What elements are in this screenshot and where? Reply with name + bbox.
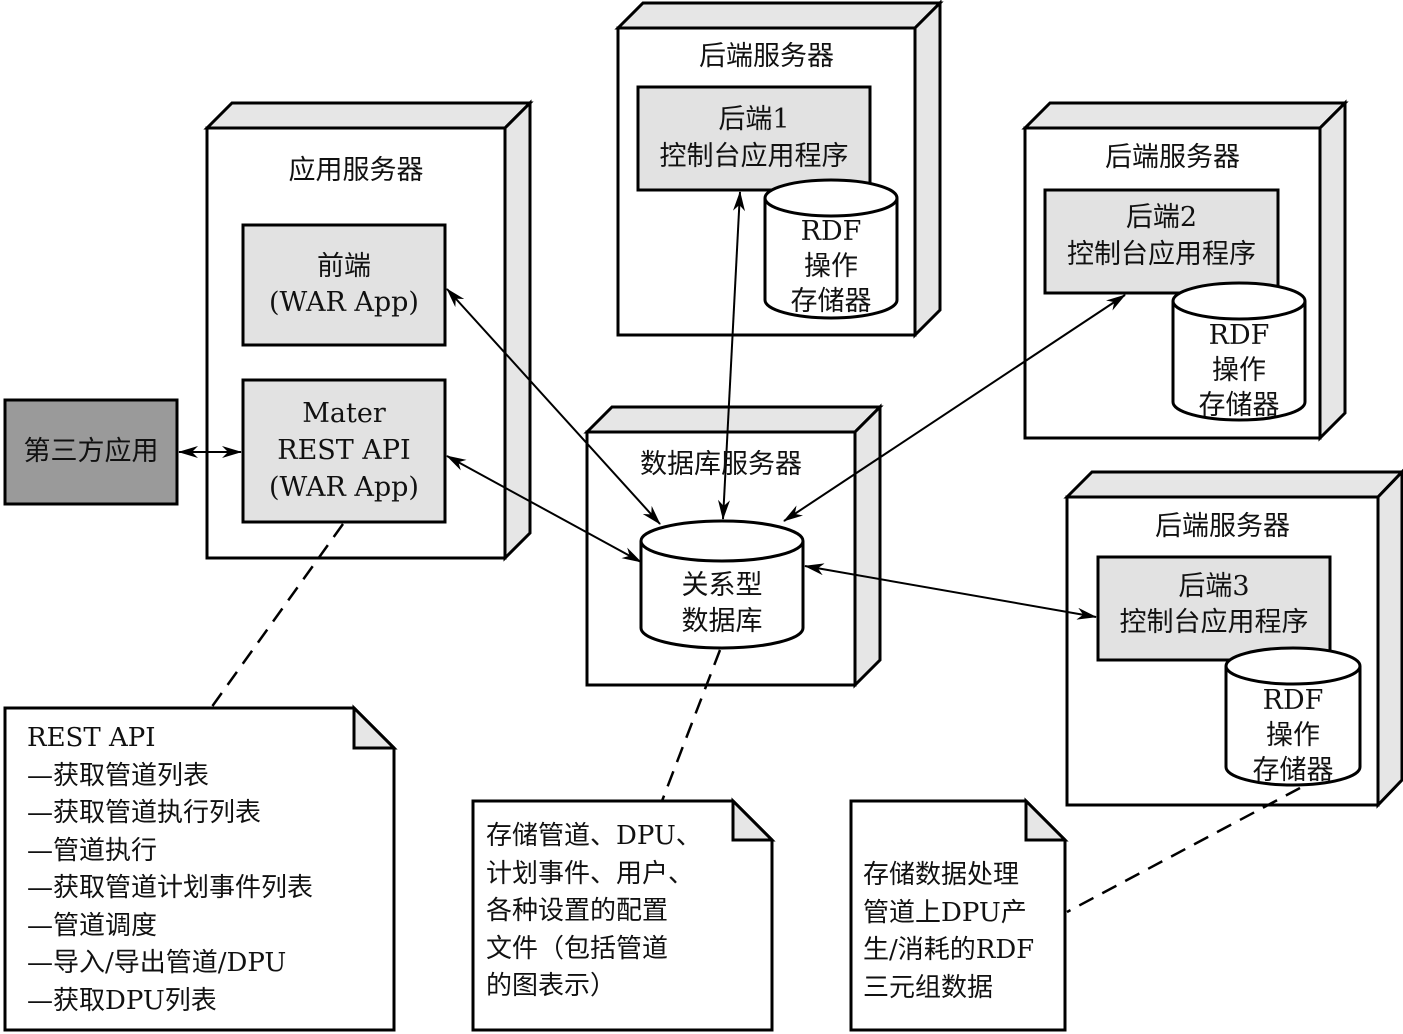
backend1-store-label-2: 操作 <box>804 251 858 282</box>
note-line: —导入/导出管道/DPU <box>27 948 287 978</box>
note-line: —管道调度 <box>27 910 158 941</box>
backend1-node-side <box>913 0 942 339</box>
db-server-node-side <box>853 403 882 689</box>
backend3-node <box>1063 468 1403 809</box>
db-label-2: 数据库 <box>681 606 763 637</box>
rest-api-label-1: Mater <box>302 398 386 429</box>
note-line: REST API <box>27 723 156 753</box>
note-line: —管道执行 <box>27 835 158 866</box>
database-note <box>471 797 776 1032</box>
backend2-node-side <box>1318 99 1347 442</box>
backend3-rdf-store-cylinder <box>1224 646 1362 787</box>
rest-api-label-2: REST API <box>277 435 411 466</box>
backend1-app-label-1: 后端1 <box>718 104 790 135</box>
backend3-app-label-2: 控制台应用程序 <box>1119 607 1309 638</box>
frontend-sublabel: (WAR App) <box>269 287 419 318</box>
note-line: —获取DPU列表 <box>27 985 217 1016</box>
backend3-node-top <box>1063 470 1403 499</box>
note-line: 三元组数据 <box>863 972 994 1003</box>
backend2-store-label-2: 操作 <box>1212 355 1266 386</box>
third-party-label: 第三方应用 <box>23 436 159 467</box>
note-line: 存储管道、DPU、 <box>486 821 702 851</box>
backend2-rdf-store-cylinder <box>1171 281 1307 422</box>
backend1-db-link <box>717 191 746 520</box>
database-note-anchor <box>660 649 722 802</box>
database-note-text: 存储管道、DPU、 计划事件、用户、 各种设置的配置 文件（包括管道 的图表示） <box>486 818 702 1006</box>
backend3-store-label-3: 存储器 <box>1252 755 1334 786</box>
note-line: 存储数据处理 <box>863 860 1020 890</box>
db-label-1: 关系型 <box>681 570 763 601</box>
backend2-app-label-1: 后端2 <box>1125 202 1198 233</box>
backend1-app-label-2: 控制台应用程序 <box>659 141 849 172</box>
backend1-title: 后端服务器 <box>699 41 834 72</box>
backend2-store-label-3: 存储器 <box>1198 390 1280 421</box>
note-line: 生/消耗的RDF <box>863 935 1035 965</box>
backend3-app-component <box>1096 555 1332 662</box>
backend3-db-link <box>804 563 1097 620</box>
relational-db-cylinder <box>639 519 805 650</box>
backend2-store-label-1: RDF <box>1208 320 1270 351</box>
backend1-store-label-3: 存储器 <box>790 286 872 317</box>
note-line: 各种设置的配置 <box>486 896 669 926</box>
note-line: —获取管道计划事件列表 <box>27 873 314 903</box>
backend3-node-side <box>1376 468 1403 809</box>
rest-api-note <box>3 704 398 1032</box>
backend2-title: 后端服务器 <box>1105 142 1240 173</box>
backend1-app-component <box>636 85 872 192</box>
note-line: 文件（包括管道 <box>486 933 669 964</box>
note-fold-corner <box>731 797 776 842</box>
rest-api-label-3: (WAR App) <box>269 472 419 503</box>
backend2-app-label-2: 控制台应用程序 <box>1067 239 1256 270</box>
rest-api-note-anchor <box>209 523 345 709</box>
app-server-title: 应用服务器 <box>288 155 424 186</box>
note-fold-corner <box>1024 797 1069 842</box>
backend2-db-link <box>783 294 1126 522</box>
frontend-label: 前端 <box>317 251 371 282</box>
backend3-store-label-2: 操作 <box>1266 720 1320 751</box>
rdf-store-note-anchor <box>1066 786 1301 914</box>
rest-api-note-text: REST API —获取管道列表 —获取管道执行列表 —管道执行 —获取管道计划… <box>27 720 313 1020</box>
backend3-app-label-1: 后端3 <box>1178 571 1250 602</box>
note-line: —获取管道执行列表 <box>27 798 262 828</box>
backend2-node <box>1021 99 1349 442</box>
backend3-title: 后端服务器 <box>1155 511 1290 542</box>
note-line: —获取管道列表 <box>27 760 210 791</box>
rdf-store-note <box>849 797 1069 1032</box>
rest-api-component <box>241 378 447 524</box>
backend2-node-top <box>1021 101 1349 130</box>
frontend-component <box>241 223 447 347</box>
db-server-node <box>583 403 884 689</box>
rdf-store-note-text: 存储数据处理 管道上DPU产 生/消耗的RDF 三元组数据 <box>863 857 1034 1007</box>
app-server-node-top <box>203 101 534 130</box>
db-server-title: 数据库服务器 <box>640 449 802 480</box>
note-line: 管道上DPU产 <box>863 897 1027 928</box>
note-fold-corner <box>352 704 398 750</box>
rest-api-db-link <box>446 455 642 563</box>
backend2-app-component <box>1043 188 1280 295</box>
third-party-app-box <box>3 398 179 506</box>
backend3-store-label-1: RDF <box>1262 685 1324 716</box>
backend1-store-label-1: RDF <box>800 216 862 247</box>
note-line: 的图表示） <box>486 971 617 1001</box>
note-line: 计划事件、用户、 <box>486 858 695 889</box>
backend1-node-top <box>614 1 944 30</box>
db-server-node-top <box>583 405 884 434</box>
